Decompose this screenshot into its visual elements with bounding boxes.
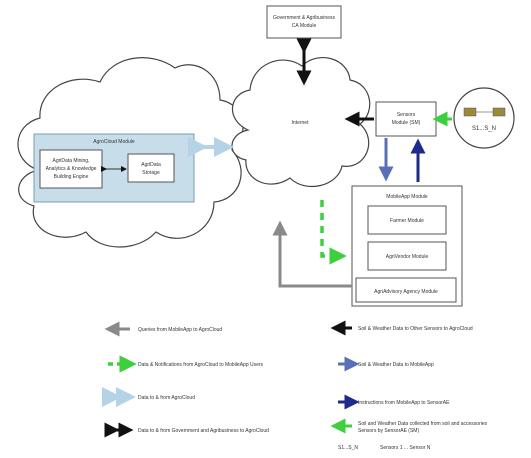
svg-text:AgroCloud Module: AgroCloud Module [93, 139, 135, 145]
agrocloud-module-panel: AgroCloud Module AgriData Mining, Analyt… [33, 133, 195, 203]
mobileapp-to-internet-query-arrow [272, 220, 352, 288]
legend-item: Soil & Weather Data to Other Sensors to … [330, 320, 473, 336]
svg-text:CA Module: CA Module [292, 23, 317, 29]
svg-text:Data to & from Government and: Data to & from Government and Agribusine… [138, 428, 269, 434]
legend-footnote: S1...S_N Sensors 1 ... Sensor N [338, 445, 431, 451]
farmer-module: Farmer Module [367, 205, 447, 235]
svg-text:Sensors 1 ... Sensor N: Sensors 1 ... Sensor N [380, 445, 431, 451]
internet-to-mobileapp-dashed-arrow [320, 200, 347, 265]
svg-text:MobileApp Module: MobileApp Module [386, 194, 428, 200]
svg-text:AgriVendor Module: AgriVendor Module [386, 254, 429, 260]
legend-left: Queries from MobileApp to AgroCloud Data… [102, 321, 269, 438]
mobileapp-module: MobileApp Module Farmer Module AgriVendo… [351, 185, 463, 307]
svg-text:AgriAdvisory Agency Module: AgriAdvisory Agency Module [374, 289, 438, 295]
svg-text:Queries from MobileApp to Agro: Queries from MobileApp to AgroCloud [138, 327, 222, 333]
legend-right: Soil & Weather Data to Other Sensors to … [330, 320, 488, 434]
agriadvisory-module: AgriAdvisory Agency Module [355, 277, 457, 303]
legend-item: Queries from MobileApp to AgroCloud [104, 321, 222, 337]
svg-text:Data to & from AgroCloud: Data to & from AgroCloud [138, 395, 195, 401]
svg-text:AgriData: AgriData [141, 162, 161, 168]
svg-text:Farmer Module: Farmer Module [390, 218, 424, 224]
svg-text:Soil & Weather Data to MobileA: Soil & Weather Data to MobileApp [358, 362, 434, 368]
govt-agribusiness-module: Government & Agribusiness CA Module [266, 5, 342, 39]
svg-text:Building Engine: Building Engine [54, 174, 89, 180]
internet-cloud: Internet [231, 57, 371, 188]
legend-item: Soil & Weather Data to MobileApp [338, 356, 434, 372]
svg-text:S1...S_N: S1...S_N [338, 445, 358, 451]
svg-text:S1...S_N: S1...S_N [472, 126, 496, 132]
svg-text:AgriData Mining,: AgriData Mining, [53, 158, 90, 164]
svg-text:Sensors by SensorAE (SM): Sensors by SensorAE (SM) [358, 428, 419, 434]
svg-text:Internet: Internet [292, 120, 310, 126]
sensors-module: Sensors Module (SM) [375, 101, 437, 137]
sensor-icon [492, 107, 506, 117]
sensor-icon [463, 107, 477, 117]
svg-text:Sensors: Sensors [397, 112, 416, 118]
sensor-group: S1...S_N [453, 87, 515, 149]
svg-text:Analytics & Knowledge: Analytics & Knowledge [46, 166, 97, 172]
agrivendor-module: AgriVendor Module [367, 241, 447, 271]
svg-text:Storage: Storage [142, 170, 160, 176]
svg-text:Soil and Weather Data collecte: Soil and Weather Data collected from soi… [358, 421, 488, 427]
legend-item: Data & Notifications from AgroCloud to M… [108, 355, 264, 373]
legend-item: Data to & from Government and Agribusine… [104, 422, 269, 438]
svg-text:Instructions from MobileApp to: Instructions from MobileApp to SensorAE [358, 400, 450, 406]
agridata-storage: AgriData Storage [127, 153, 175, 183]
svg-text:Soil & Weather Data to Other S: Soil & Weather Data to Other Sensors to … [358, 326, 473, 332]
agridata-mining-engine: AgriData Mining, Analytics & Knowledge B… [39, 149, 103, 189]
legend-item: Data to & from AgroCloud [102, 387, 195, 407]
svg-text:Data & Notifications from Agro: Data & Notifications from AgroCloud to M… [138, 362, 264, 368]
svg-text:Government & Agribusiness: Government & Agribusiness [273, 15, 335, 21]
svg-text:Module (SM): Module (SM) [392, 120, 421, 126]
legend-item: Soil and Weather Data collected from soi… [330, 418, 488, 434]
legend-item: Instructions from MobileApp to SensorAE [338, 394, 450, 410]
